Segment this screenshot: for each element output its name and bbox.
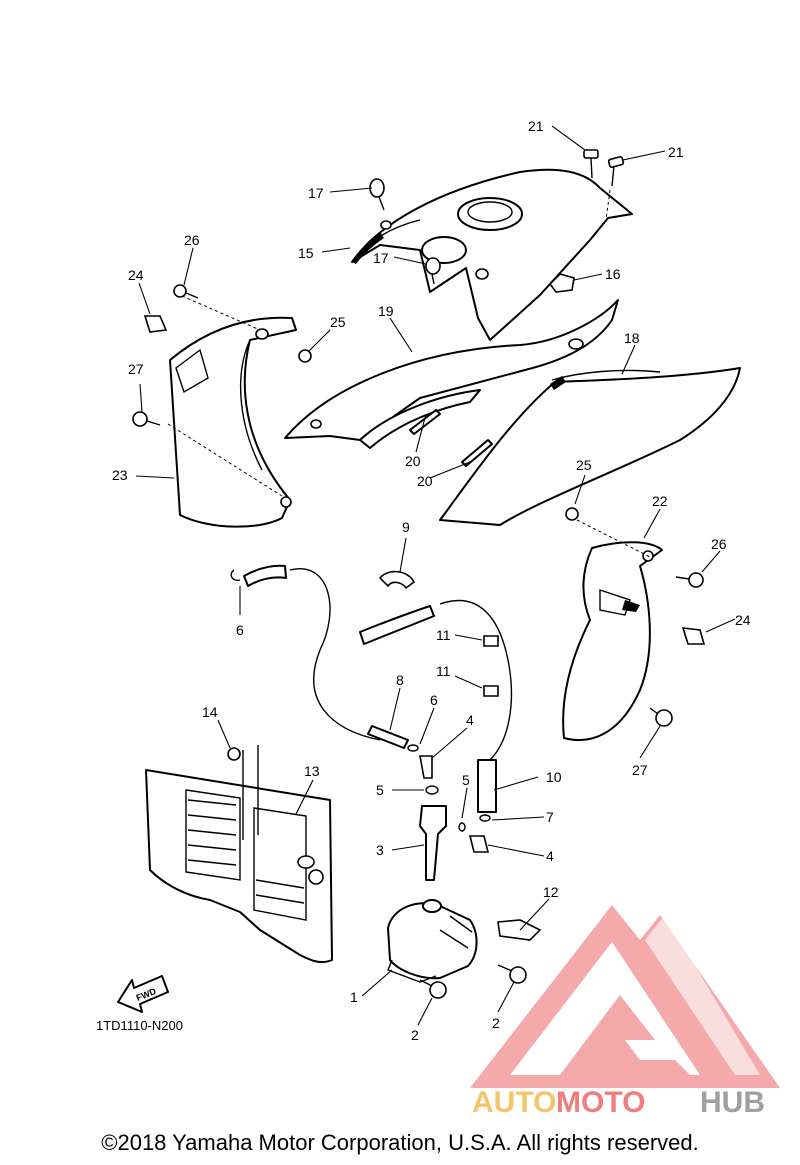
callout-8: 8 xyxy=(396,672,404,688)
callout-21b: 21 xyxy=(668,144,684,160)
callout-4a: 4 xyxy=(466,712,474,728)
part-13-radiator-guard xyxy=(145,745,333,964)
callout-1: 1 xyxy=(350,989,358,1005)
callout-20b: 20 xyxy=(417,473,433,489)
wordmark-auto: AUTO xyxy=(472,1086,556,1119)
callout-5b: 5 xyxy=(462,772,470,788)
wordmark-hub: HUB xyxy=(700,1086,765,1119)
hoses xyxy=(243,564,513,813)
callout-11b: 11 xyxy=(436,663,451,679)
copyright-text: ©2018 Yamaha Motor Corporation, U.S.A. A… xyxy=(101,1130,699,1155)
callout-21a: 21 xyxy=(528,118,544,134)
callout-17a: 17 xyxy=(308,185,324,201)
callout-13: 13 xyxy=(304,763,320,779)
fwd-arrow: FWD xyxy=(117,975,169,1013)
callout-4b: 4 xyxy=(546,848,554,864)
left-hardware xyxy=(132,284,312,427)
part-15-tank-cover xyxy=(351,168,633,341)
wordmark-moto: MOTO xyxy=(556,1086,645,1119)
parts-diagram: FWD xyxy=(96,118,780,1119)
callout-2a: 2 xyxy=(411,1027,419,1043)
callout-22: 22 xyxy=(652,493,668,509)
part-16-nut xyxy=(548,273,575,293)
part-3-filler xyxy=(419,805,447,881)
callout-25a: 25 xyxy=(330,314,346,330)
callout-12: 12 xyxy=(543,884,559,900)
callout-11a: 11 xyxy=(436,627,451,643)
callout-19: 19 xyxy=(378,303,394,319)
callout-25b: 25 xyxy=(576,457,592,473)
callout-7: 7 xyxy=(546,809,554,825)
part-23-scoop xyxy=(167,295,297,528)
callout-24b: 24 xyxy=(735,612,751,628)
part-22-scoop xyxy=(562,519,663,742)
callout-20a: 20 xyxy=(405,453,421,469)
callout-16: 16 xyxy=(605,266,621,282)
callout-9: 9 xyxy=(402,519,410,535)
callout-27a: 27 xyxy=(128,361,144,377)
callout-17b: 17 xyxy=(373,250,389,266)
automotohub-logo xyxy=(470,905,780,1088)
part-19-side-panel xyxy=(284,299,619,449)
part-18-shroud xyxy=(439,367,741,526)
callout-3: 3 xyxy=(376,842,384,858)
callout-26a: 26 xyxy=(184,232,200,248)
right-hardware xyxy=(565,507,706,727)
part-17-grommets xyxy=(369,178,441,285)
callout-23: 23 xyxy=(112,467,128,483)
callout-18: 18 xyxy=(624,330,640,346)
callout-24a: 24 xyxy=(128,267,144,283)
callout-15: 15 xyxy=(298,245,314,261)
leader-lines xyxy=(135,125,736,1026)
diagram-code: 1TD1110-N200 xyxy=(96,1018,183,1033)
callout-6b: 6 xyxy=(430,692,438,708)
part-1-reservoir xyxy=(387,899,542,999)
callout-6a: 6 xyxy=(236,622,244,638)
callout-5a: 5 xyxy=(376,782,384,798)
part-21-screws xyxy=(583,149,625,187)
callout-numbers: 21 21 17 15 17 16 26 24 25 19 18 27 23 2… xyxy=(96,118,751,1043)
callout-10: 10 xyxy=(546,769,562,785)
callout-2b: 2 xyxy=(492,1015,500,1031)
callout-27b: 27 xyxy=(632,762,648,778)
callout-14: 14 xyxy=(202,704,218,720)
callout-26b: 26 xyxy=(711,536,727,552)
part-20-strips xyxy=(409,409,493,467)
automotohub-wordmark: AUTO MOTO HUB xyxy=(472,1086,765,1119)
small-hardware xyxy=(230,569,499,853)
